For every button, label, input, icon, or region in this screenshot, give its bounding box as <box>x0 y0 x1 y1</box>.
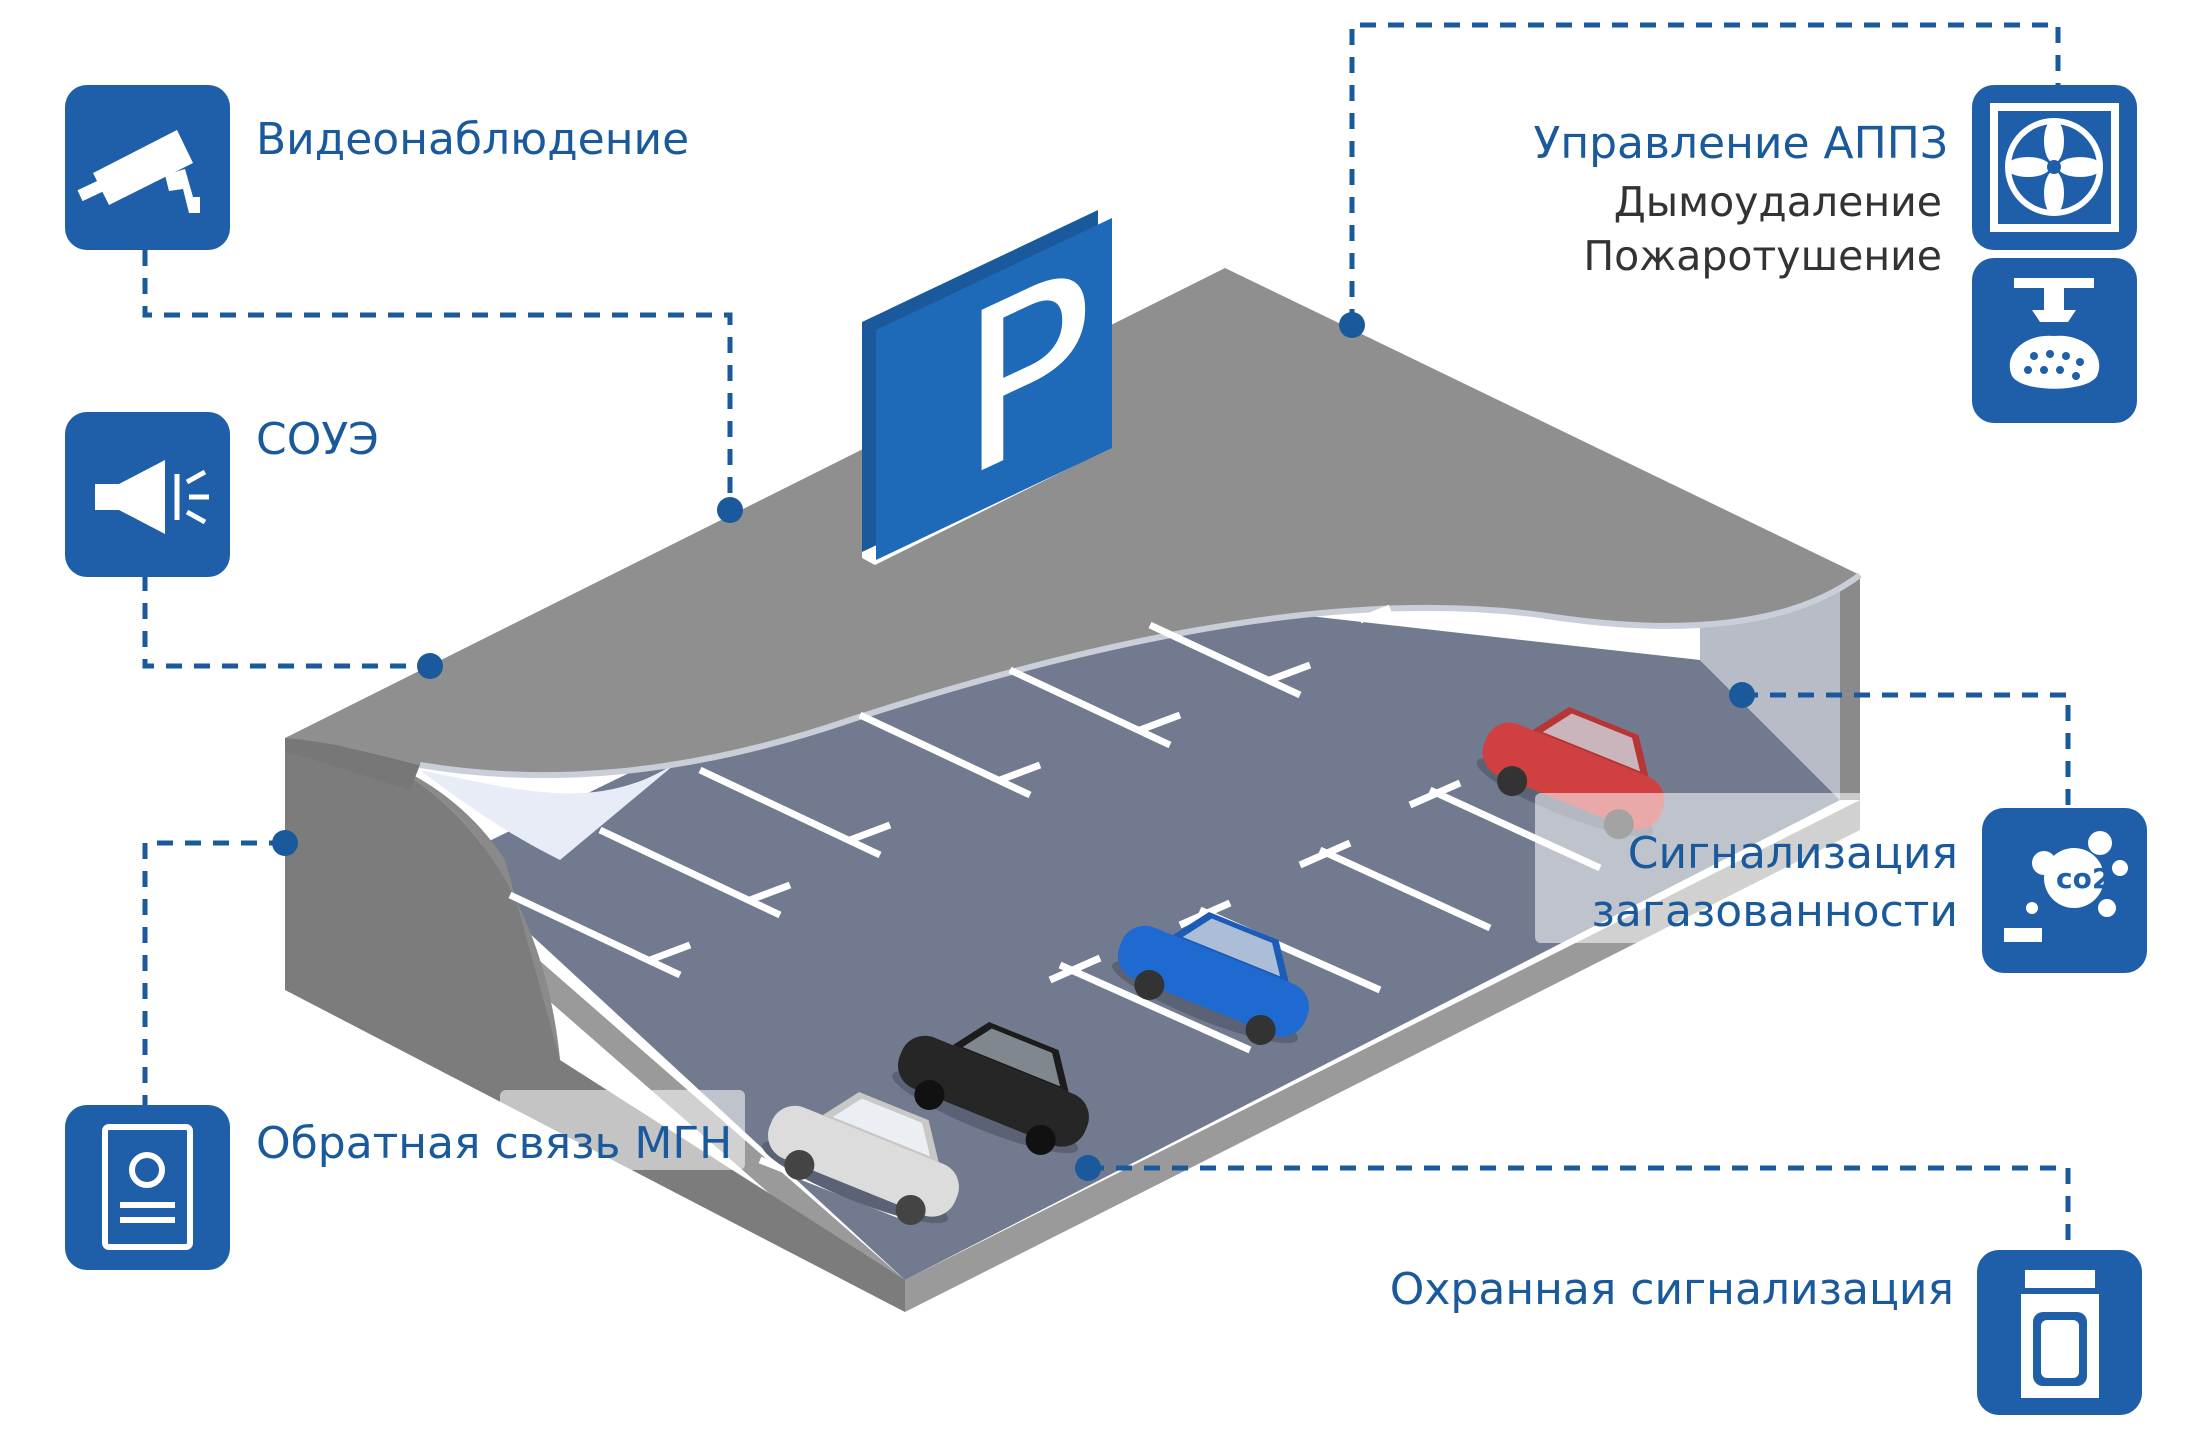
label-fire-suppression: Пожаротушение <box>1583 232 1942 280</box>
label-appz-control: Управление АППЗ <box>1533 118 1949 169</box>
left-wall <box>285 738 905 1312</box>
parking-sign: P <box>862 210 1112 565</box>
connector-lines <box>142 22 2071 1250</box>
car-blue <box>1112 912 1309 1045</box>
exhaust-fan-icon <box>1972 85 2137 250</box>
label-security-alarm: Охранная сигнализация <box>1389 1264 1954 1315</box>
connector-dots <box>272 312 1755 1181</box>
label-soue: СОУЭ <box>256 414 379 465</box>
label-video-surveillance: Видеонаблюдение <box>256 114 690 165</box>
motion-detector-icon <box>1977 1250 2142 1415</box>
co2-gas-icon: co2 <box>1982 808 2147 973</box>
sprinkler-icon <box>1972 258 2137 423</box>
label-gas-alarm-line2: загазованности <box>1591 886 1958 937</box>
car-black <box>892 1022 1089 1155</box>
intercom-panel-icon <box>65 1105 230 1270</box>
label-gas-alarm-line1: Сигнализация <box>1627 828 1958 879</box>
label-smoke-removal: Дымоудаление <box>1613 178 1942 226</box>
right-wall <box>1840 575 1860 800</box>
co2-text: co2 <box>2056 862 2111 895</box>
label-feedback-mgn: Обратная связь МГН <box>256 1118 733 1169</box>
loudspeaker-icon <box>65 412 230 577</box>
roof-slab <box>285 268 1860 776</box>
cctv-camera-icon <box>65 85 230 250</box>
parking-sign-letter: P <box>960 214 1093 532</box>
car-white <box>762 1092 959 1225</box>
